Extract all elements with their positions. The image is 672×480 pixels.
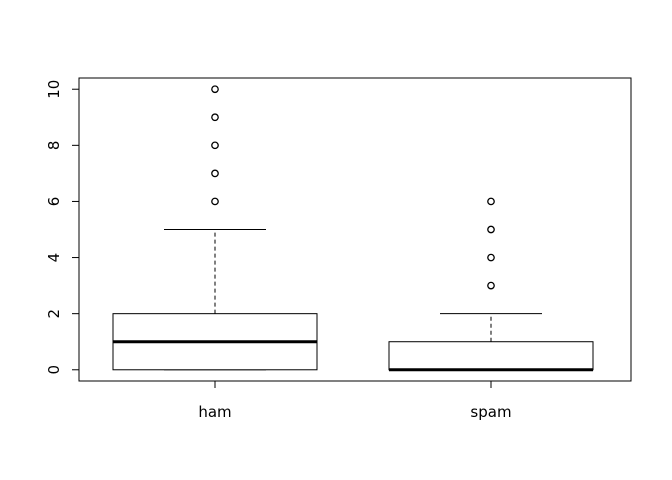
x-tick-label: ham: [198, 403, 231, 421]
outlier-point: [487, 225, 495, 234]
outlier-point: [211, 141, 219, 150]
outlier-point: [487, 253, 495, 262]
box-ham: [112, 85, 318, 371]
y-tick-label: 2: [45, 309, 63, 319]
y-axis: 0 2 4 6 8 10: [45, 80, 80, 375]
y-tick-label: 8: [45, 141, 63, 151]
y-tick-label: 6: [45, 197, 63, 207]
outlier-point: [211, 113, 219, 122]
outlier-point: [211, 169, 219, 178]
box-iqr: [388, 341, 594, 371]
x-tick-label: spam: [470, 403, 511, 421]
outlier-point: [487, 281, 495, 290]
outlier-point: [211, 197, 219, 206]
y-tick-label: 10: [45, 80, 63, 99]
y-tick-label: 0: [45, 365, 63, 375]
outlier-point: [487, 197, 495, 206]
boxes: [112, 85, 594, 372]
box-spam: [388, 197, 594, 372]
x-axis: ham spam: [198, 380, 512, 421]
outlier-point: [211, 85, 219, 94]
y-tick-label: 4: [45, 253, 63, 263]
